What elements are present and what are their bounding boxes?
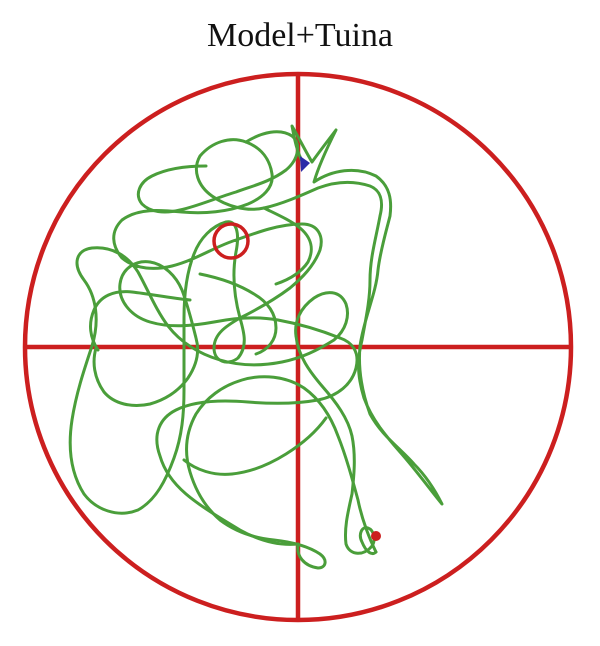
start-marker: [300, 156, 310, 172]
figure-title: Model+Tuina: [206, 17, 394, 54]
end-marker: [371, 531, 381, 541]
platform-marker: [212, 222, 250, 260]
swim-path: [68, 124, 444, 570]
